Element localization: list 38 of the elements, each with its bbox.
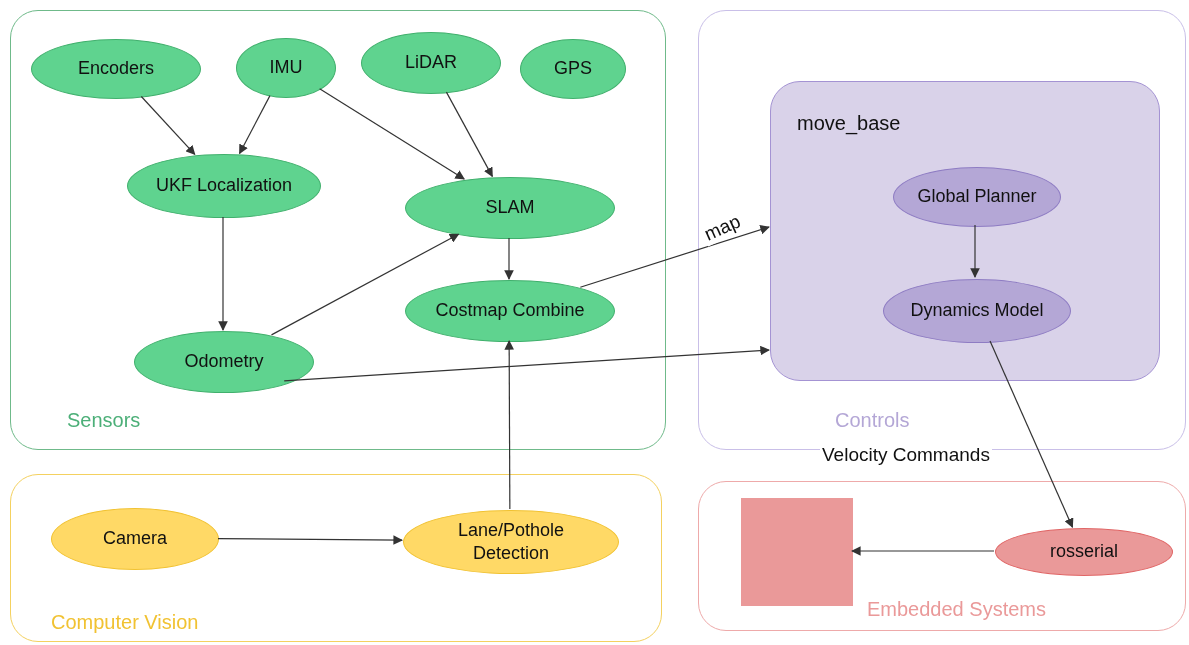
node-label: Global Planner bbox=[916, 185, 1038, 209]
panel-title: move_base bbox=[797, 112, 901, 135]
node-label: Dynamics Model bbox=[909, 299, 1045, 323]
panel bbox=[770, 81, 1160, 381]
group-frame bbox=[698, 10, 1186, 450]
arrow bbox=[970, 224, 980, 278]
group-label: Embedded Systems bbox=[867, 598, 1046, 621]
node-label: Camera bbox=[102, 527, 168, 551]
arrow bbox=[504, 340, 514, 510]
arrow bbox=[579, 225, 770, 288]
arrow bbox=[217, 535, 403, 545]
arrow bbox=[319, 88, 465, 180]
arrow bbox=[851, 546, 995, 556]
group-label: Computer Vision bbox=[51, 611, 199, 634]
group-label: Controls bbox=[835, 409, 910, 432]
node-label: LiDAR bbox=[404, 51, 458, 75]
box-node bbox=[741, 498, 853, 606]
group-frame bbox=[698, 481, 1186, 631]
arrow bbox=[270, 233, 460, 336]
node-label: Encoders bbox=[76, 57, 155, 81]
group-frame bbox=[10, 474, 662, 642]
node-label: rosserial bbox=[1049, 540, 1119, 564]
node-label: GPS bbox=[553, 57, 593, 81]
arrow bbox=[989, 340, 1074, 529]
node-label: UKF Localization bbox=[154, 174, 294, 198]
arrow bbox=[283, 345, 770, 382]
arrow bbox=[238, 95, 271, 155]
node-label: Lane/Pothole Detection bbox=[456, 518, 566, 565]
arrow bbox=[218, 216, 228, 331]
node-label: IMU bbox=[268, 56, 304, 80]
node-label: Costmap Combine bbox=[434, 299, 586, 323]
node-label: Odometry bbox=[183, 350, 265, 374]
group-frame bbox=[10, 10, 666, 450]
node-label: SLAM bbox=[484, 196, 536, 220]
group-label: Sensors bbox=[67, 409, 141, 432]
arrow bbox=[504, 237, 514, 280]
arrow bbox=[445, 91, 493, 178]
arrow bbox=[140, 95, 196, 156]
